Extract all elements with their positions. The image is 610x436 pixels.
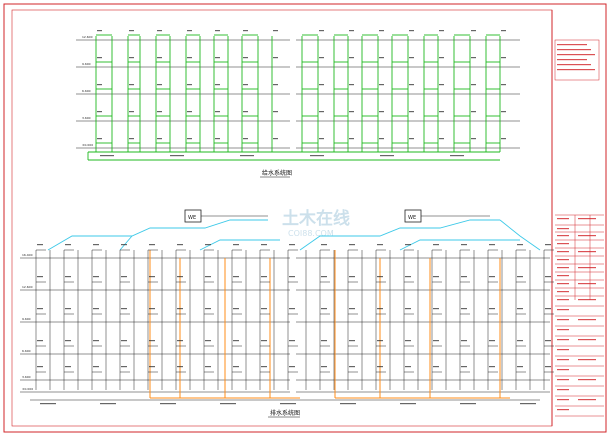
roof-tank-left: WE [184,209,202,223]
lower-level-label: 12.600 [22,285,33,289]
lower-diagram-caption: 排水系统图 [270,409,300,417]
sheet-border [3,3,607,433]
upper-level-label: 12.600 [82,35,93,39]
upper-level-label: ±0.000 [82,143,93,147]
svg-text:土木在线: 土木在线 [282,208,350,229]
lower-level-label: 3.600 [22,375,31,379]
lower-level-label: 9.600 [22,317,31,321]
watermark: 土木在线 COI88.COM [282,208,350,238]
lower-diagram: 16.400 12.600 9.600 6.600 3.600 ±0.000 [20,215,554,405]
upper-diagram: 12.600 9.600 6.600 3.600 ±0.000 [76,30,520,161]
upper-diagram-caption: 给水系统图 [262,169,292,177]
svg-text:COI88.COM: COI88.COM [288,229,334,238]
upper-level-label: 6.600 [82,89,91,93]
lower-level-label: 6.600 [22,349,31,353]
lower-level-label: 16.400 [22,253,33,257]
title-block [551,10,604,426]
upper-level-label: 9.600 [82,62,91,66]
upper-level-label: 3.600 [82,116,91,120]
svg-text:WE: WE [188,215,196,221]
lower-level-label: ±0.000 [22,387,33,391]
roof-tank-right: WE [404,209,422,223]
svg-text:WE: WE [408,215,416,221]
